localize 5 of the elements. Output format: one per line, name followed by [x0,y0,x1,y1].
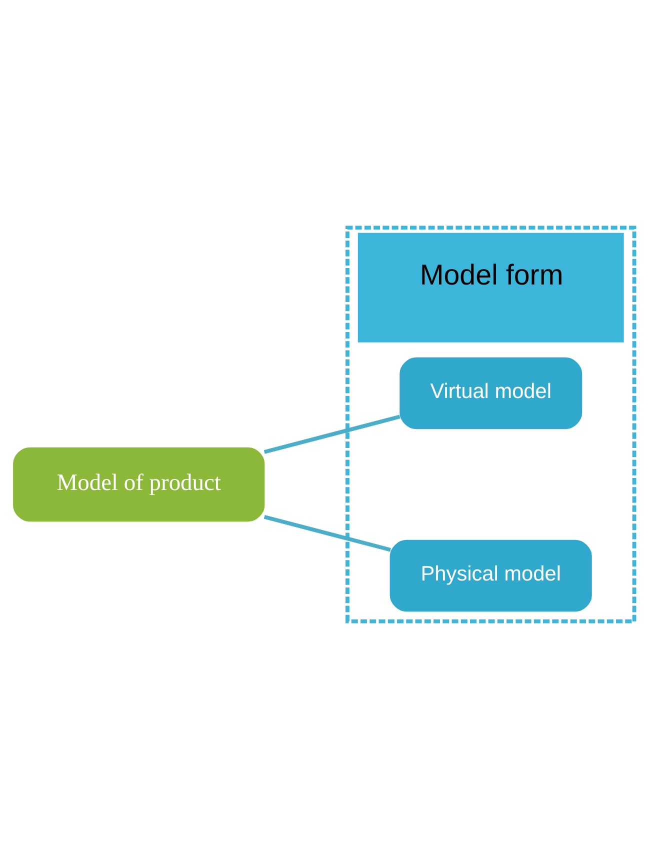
node-box: Virtual model [400,356,582,429]
node-box: Model of product [13,446,265,522]
node-box: Physical model [390,539,592,612]
connector [264,414,400,454]
connector [264,514,391,552]
